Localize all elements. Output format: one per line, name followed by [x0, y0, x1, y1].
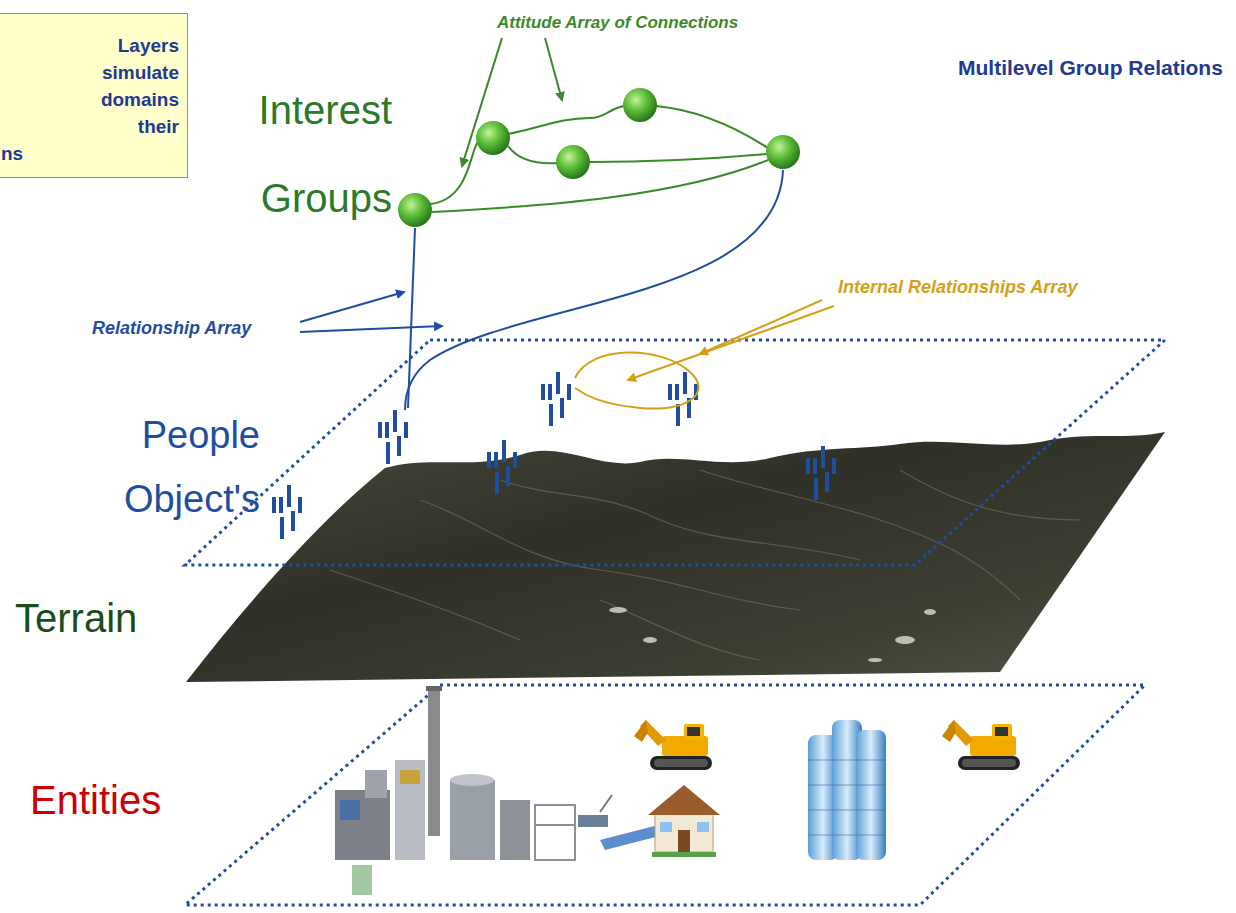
connection-label: Attitude Array of Connections: [497, 13, 738, 33]
layer-label: Terrain: [15, 596, 137, 641]
people-plane: [185, 340, 1165, 565]
layer-label: Entities: [30, 778, 161, 823]
relationship-label: Relationship Array: [92, 318, 251, 339]
diagram-title: Multilevel Group Relations: [958, 56, 1223, 80]
layer-label: Interest Groups: [240, 66, 392, 242]
entities-plane: [185, 685, 1145, 905]
terrain: [186, 432, 1165, 682]
note-text: Layers simulate domains their ns: [0, 14, 187, 175]
relationship-label: Internal Relationships Array: [838, 277, 1077, 298]
layer-label: People Object's: [108, 403, 260, 531]
note-box: Layers simulate domains their ns: [0, 13, 188, 178]
